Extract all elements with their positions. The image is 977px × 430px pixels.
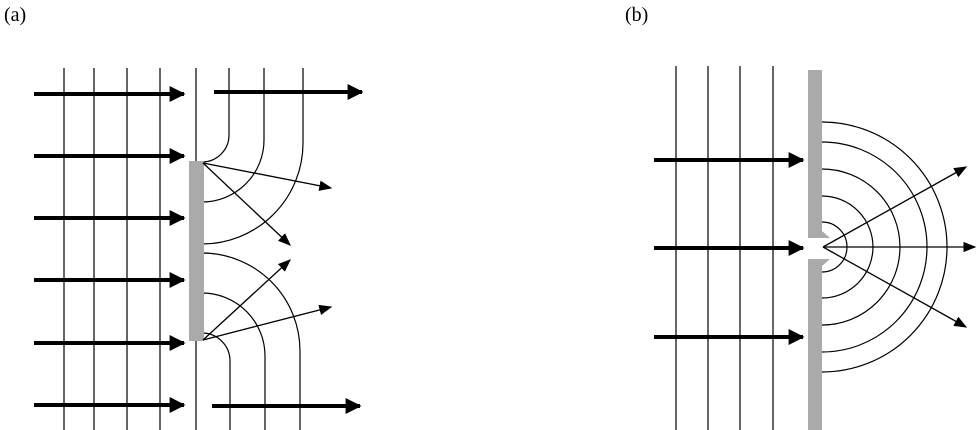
obstacle-barrier <box>189 161 204 341</box>
curved-wavefront <box>201 68 265 203</box>
panel-a-incident-arrows <box>34 86 186 413</box>
panel-a-lower-diffracted-waves <box>201 252 301 430</box>
slit-barrier-lower <box>808 266 822 430</box>
diffracted-ray <box>202 162 333 191</box>
curved-wavefront <box>201 252 301 430</box>
panel-b <box>654 66 977 430</box>
curved-wavefront <box>201 292 266 430</box>
panel-b-incident-arrows <box>654 152 805 345</box>
diffracted-ray <box>202 162 291 246</box>
diffracted-ray <box>202 259 291 341</box>
slit-barrier-upper <box>808 70 822 231</box>
panel-a-wavefronts <box>63 68 197 430</box>
panel-a-label: (a) <box>4 4 27 26</box>
panel-b-label: (b) <box>625 4 649 26</box>
panel-b-diffracted-arrows <box>822 166 977 328</box>
slit-edge-upper <box>808 231 830 238</box>
curved-wavefront <box>201 68 230 163</box>
panel-a-transmitted-arrows <box>212 84 364 414</box>
diffracted-ray <box>202 304 333 341</box>
slit-edge-lower <box>808 259 830 266</box>
diffracted-ray <box>822 166 968 248</box>
panel-a-diffracted-arrows <box>202 162 333 341</box>
curved-wavefront <box>201 332 231 430</box>
panel-a-upper-diffracted-waves <box>201 68 304 245</box>
diffracted-ray <box>822 246 968 328</box>
curved-wavefront <box>201 68 304 245</box>
panel-a <box>34 68 364 430</box>
